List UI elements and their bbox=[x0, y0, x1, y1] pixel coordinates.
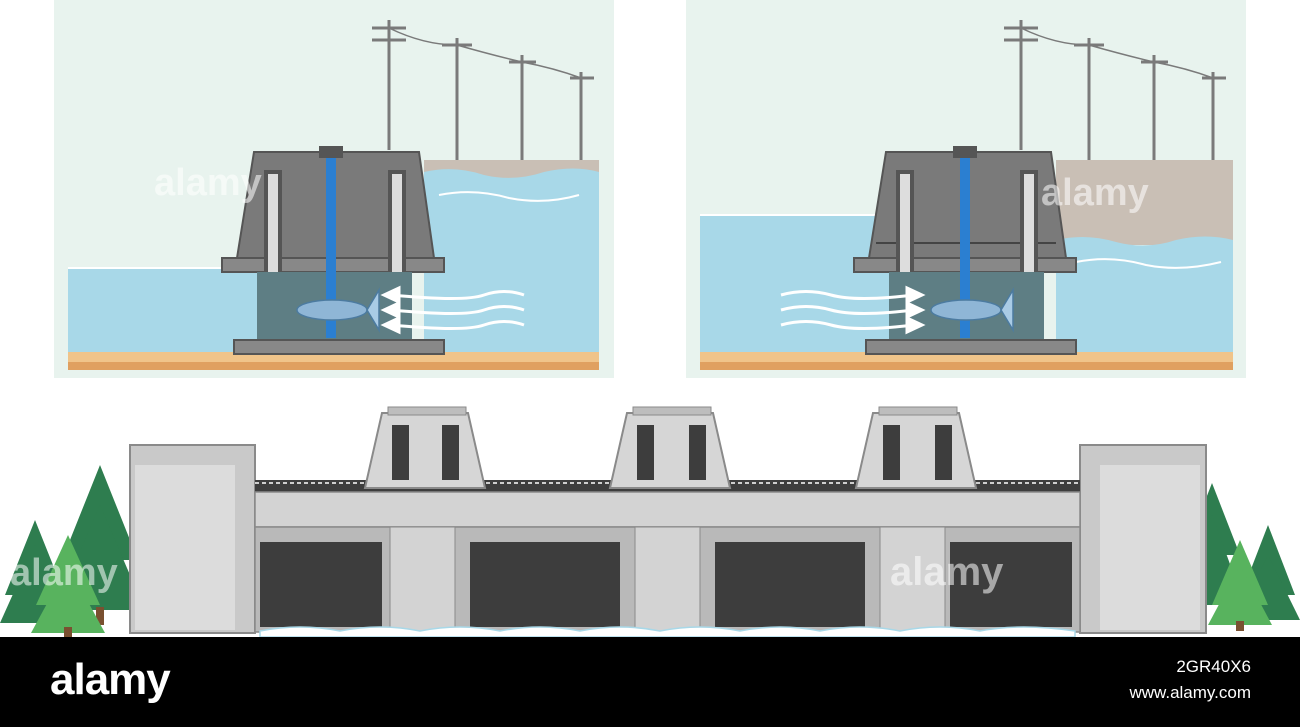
low-water bbox=[68, 268, 268, 352]
turbine-icon bbox=[296, 287, 380, 333]
control-house bbox=[608, 406, 732, 489]
reservoir-wall bbox=[1056, 160, 1233, 245]
tidal-diagram-right: alamy bbox=[686, 0, 1246, 378]
tidal-diagram-left: alamy bbox=[54, 0, 614, 378]
low-water bbox=[1056, 236, 1233, 352]
generator-shaft bbox=[960, 148, 970, 338]
dam-illustration: alamy alamy bbox=[0, 395, 1300, 640]
trees-left bbox=[0, 465, 145, 637]
dam-deck bbox=[254, 491, 1081, 528]
high-water bbox=[700, 215, 900, 352]
watermark-text: alamy bbox=[1041, 172, 1149, 214]
flow-arrows-left bbox=[380, 285, 525, 335]
power-lines bbox=[372, 20, 594, 160]
high-water bbox=[424, 168, 599, 352]
watermark-text: alamy bbox=[10, 552, 118, 594]
sluice-gate bbox=[470, 542, 620, 627]
watermark-text: alamy bbox=[890, 550, 1004, 594]
water-foam bbox=[259, 626, 1076, 638]
sluice-gate bbox=[260, 542, 382, 627]
control-house bbox=[854, 406, 978, 489]
sluice-gate bbox=[715, 542, 865, 627]
site-url[interactable]: www.alamy.com bbox=[1129, 683, 1251, 702]
control-house bbox=[363, 406, 487, 489]
flow-arrows-right bbox=[780, 285, 926, 335]
watermark-text: alamy bbox=[154, 162, 262, 204]
power-lines bbox=[1004, 20, 1226, 160]
image-id: 2GR40X6 bbox=[1176, 657, 1251, 676]
alamy-logo: alamy bbox=[50, 655, 171, 704]
turbine-icon bbox=[930, 287, 1014, 333]
stock-watermark-bar: alamy 2GR40X6 www.alamy.com bbox=[0, 637, 1300, 727]
sluice-gate bbox=[950, 542, 1072, 627]
generator-shaft bbox=[326, 148, 336, 338]
